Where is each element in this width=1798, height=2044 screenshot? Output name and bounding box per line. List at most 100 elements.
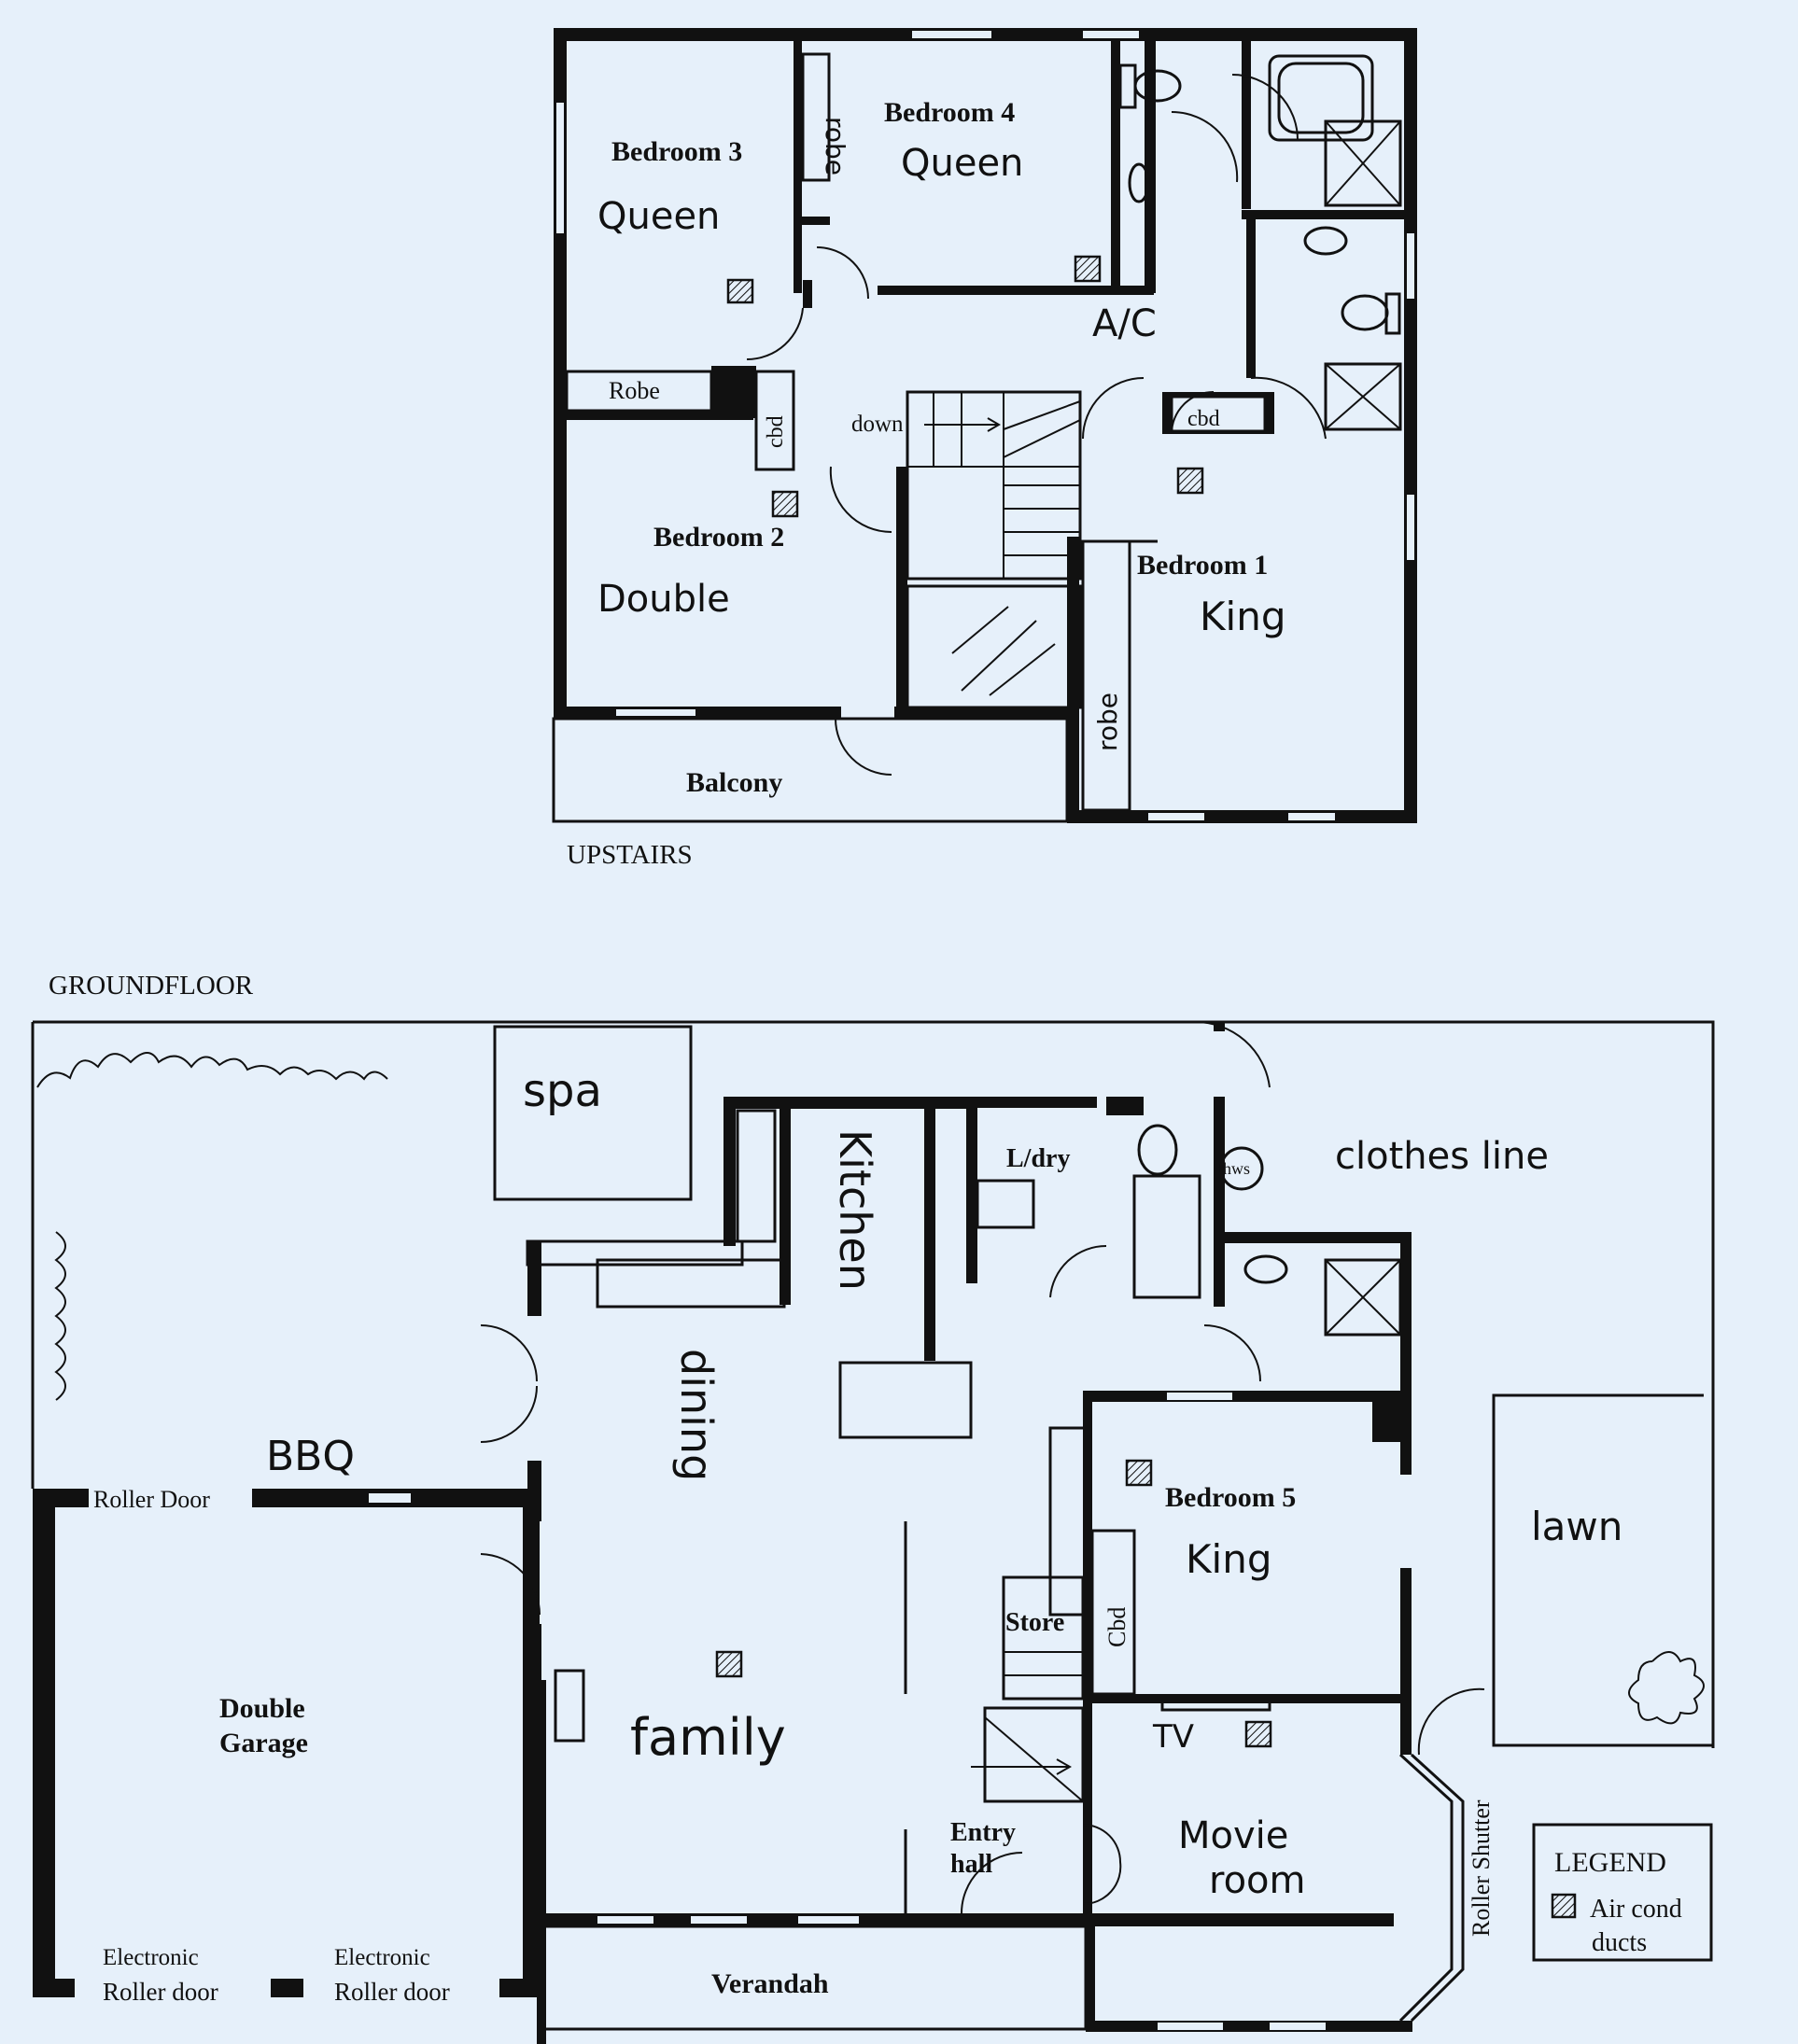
bathtub — [1268, 54, 1374, 142]
door-swing — [1171, 110, 1239, 183]
ac-label: A/C — [1092, 302, 1157, 345]
door-swing — [1417, 1687, 1485, 1756]
french-door — [1082, 1824, 1122, 1906]
basin-icon — [1243, 1254, 1288, 1284]
upstairs-window — [1407, 495, 1414, 560]
clothes-line-label: clothes line — [1335, 1135, 1549, 1178]
bay-window — [1398, 1753, 1454, 2023]
legend-title: LEGEND — [1554, 1847, 1666, 1878]
bedroom5-wall-top — [1083, 1391, 1410, 1402]
ensuite-wall — [1246, 219, 1256, 378]
air-duct-icon — [1176, 467, 1204, 495]
family-label: family — [630, 1708, 786, 1767]
hws-label: hws — [1223, 1159, 1250, 1178]
balcony-label: Balcony — [686, 767, 782, 798]
kitchen-bench — [924, 1109, 935, 1361]
shower — [1324, 1258, 1402, 1337]
cbd-left-box — [754, 370, 795, 471]
garage-wall-left — [33, 1489, 55, 1997]
tv-unit — [1160, 1697, 1271, 1712]
roller-door-label: Roller Door — [93, 1486, 210, 1513]
bbq-label: BBQ — [266, 1433, 355, 1480]
door-swing — [1194, 1020, 1271, 1088]
electronic-right-line1: Electronic — [334, 1945, 430, 1970]
spa-label: spa — [523, 1065, 602, 1117]
door-swing — [1203, 1324, 1261, 1382]
upstairs-heading: UPSTAIRS — [567, 840, 693, 870]
garage-wall-bottom — [33, 1979, 75, 1997]
entry-hall-line2: hall — [950, 1850, 992, 1879]
door-swing — [746, 307, 804, 361]
house-wall-bottom — [540, 1913, 1394, 1926]
stair-wall — [896, 467, 907, 719]
legend-item-line1: Air cond — [1590, 1895, 1682, 1924]
bedroom3-bed: Queen — [597, 195, 720, 238]
hws-tank — [1219, 1146, 1264, 1191]
electronic-right-line2: Roller door — [334, 1978, 450, 2006]
bedroom4-label: Bedroom 4 — [884, 97, 1015, 128]
air-duct-icon — [715, 1650, 743, 1678]
cbd-left-label: cbd — [764, 415, 788, 448]
bedroom4-wall-right — [1111, 41, 1120, 295]
garage-label-line2: Garage — [219, 1728, 308, 1758]
laundry-label: L/dry — [1006, 1144, 1070, 1173]
shrubs — [36, 1052, 388, 1088]
door-swing — [816, 246, 869, 300]
bedroom3-wall-stub — [802, 217, 830, 225]
spa-box — [493, 1025, 693, 1201]
bedroom2-bed: Double — [597, 578, 730, 621]
bedroom3-wall-right — [794, 41, 802, 293]
upstairs-window — [1288, 813, 1335, 820]
stair-void — [906, 584, 1082, 709]
upstairs-wall-right — [1404, 28, 1417, 823]
robe-label: Robe — [609, 377, 660, 404]
bedroom4-bed: Queen — [901, 142, 1023, 185]
shower — [1324, 119, 1402, 207]
door-swing — [1049, 1244, 1107, 1298]
legend-box — [1532, 1823, 1713, 1962]
movie-room-line1: Movie — [1178, 1814, 1288, 1857]
basin-icon — [1128, 162, 1150, 203]
movie-room-line2: room — [1209, 1859, 1305, 1902]
cbd-right-label: cbd — [1187, 407, 1220, 431]
basin-icon — [1303, 226, 1348, 256]
ensuite-wall — [1242, 41, 1251, 209]
french-door — [480, 1324, 538, 1443]
door-swing — [1082, 377, 1145, 440]
laundry-wall — [1214, 1097, 1225, 1307]
air-duct-icon — [726, 278, 754, 304]
bedroom4-wall-bottom — [878, 286, 1154, 295]
verandah-label: Verandah — [711, 1968, 829, 1999]
legend-duct-icon — [1551, 1893, 1577, 1919]
robe-b3-label: robe — [820, 117, 850, 175]
robe-b3-box — [801, 52, 831, 182]
groundfloor-heading: GROUNDFLOOR — [49, 971, 254, 1001]
robe-b1-label: robe — [1092, 693, 1123, 751]
roller-shutter-label: Roller Shutter — [1468, 1799, 1495, 1937]
door-swing — [1250, 376, 1327, 440]
bedroom5-bed: King — [1186, 1536, 1272, 1582]
air-duct-icon — [771, 490, 799, 518]
ensuite-wall — [1242, 210, 1417, 219]
shower — [1324, 362, 1402, 431]
store-box — [1002, 1575, 1085, 1701]
air-duct-icon — [1244, 1720, 1272, 1748]
kitchen-label: Kitchen — [830, 1129, 880, 1291]
robe-b1-box — [1081, 539, 1131, 812]
lawn-label: lawn — [1531, 1504, 1622, 1549]
toilet-icon — [1133, 69, 1182, 103]
kitchen-wall-top — [723, 1097, 966, 1109]
bedroom2-label: Bedroom 2 — [653, 522, 784, 553]
bedroom1-bed: King — [1200, 594, 1286, 639]
cbd-label: Cbd — [1103, 1607, 1131, 1647]
shrub — [1628, 1651, 1705, 1725]
bedroom2-wall-bottom — [554, 707, 841, 719]
upstairs-window — [556, 103, 564, 233]
upstairs-wall-bottom-right — [1067, 810, 1417, 823]
door-swing — [961, 1852, 1023, 1914]
kitchen-bench — [780, 1109, 791, 1305]
cbd-box — [1090, 1529, 1136, 1696]
shrubs — [54, 1231, 66, 1401]
store-label: Store — [1005, 1608, 1064, 1637]
toilet-icon — [1341, 294, 1389, 331]
